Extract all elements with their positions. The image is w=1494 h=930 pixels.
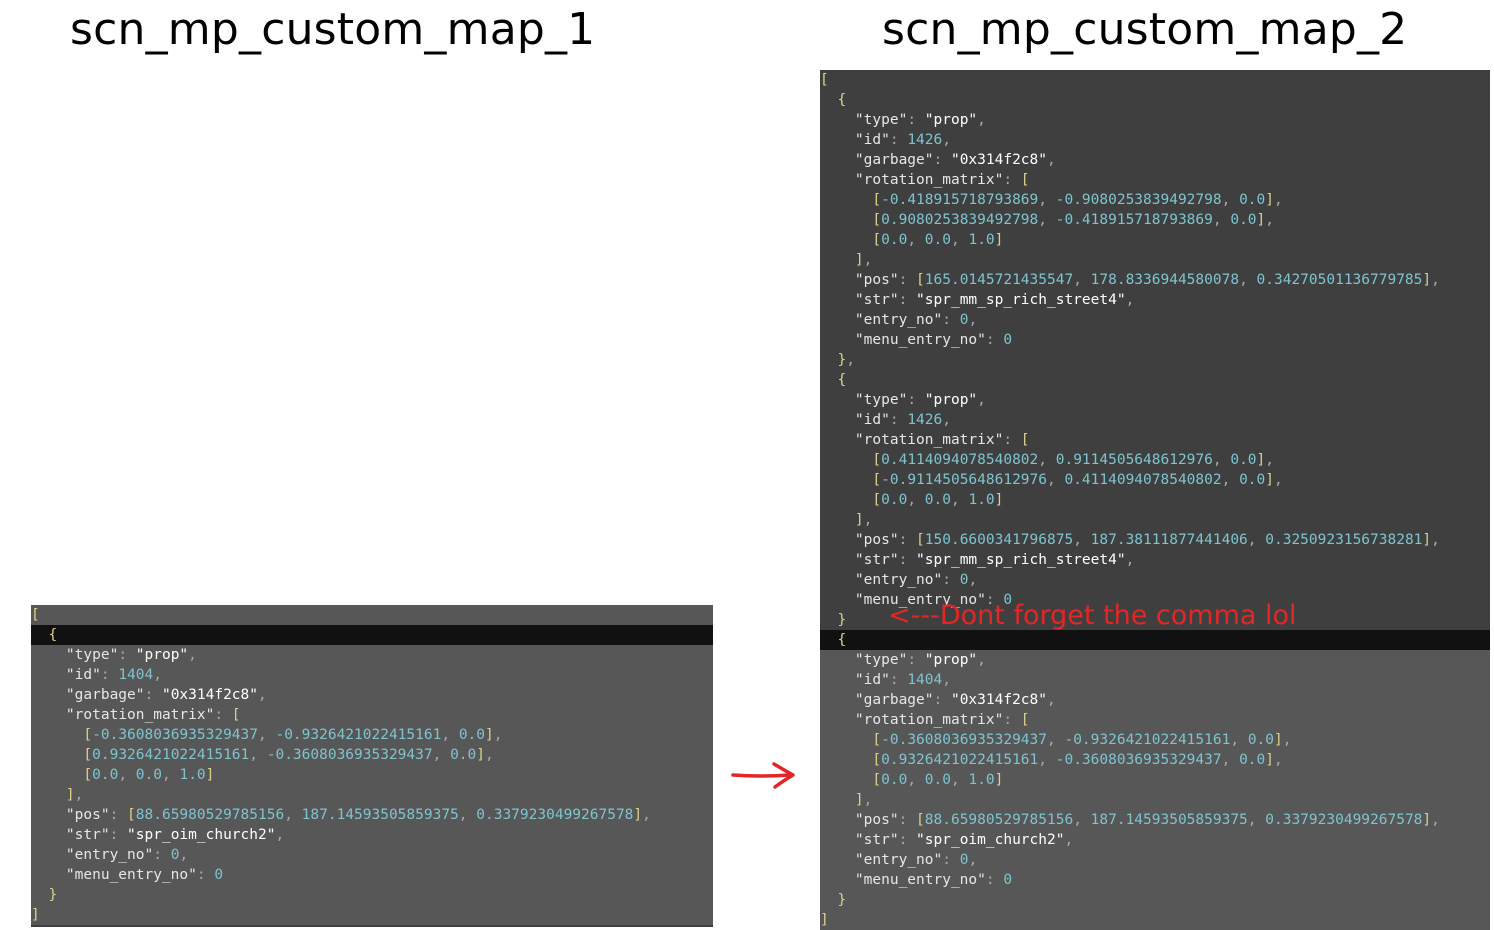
code-line[interactable]: }, xyxy=(837,352,855,368)
right-title: scn_mp_custom_map_2 xyxy=(882,4,1408,55)
code-line[interactable]: "type": "prop", xyxy=(31,645,713,665)
comma-reminder-annotation: <---Dont forget the comma lol xyxy=(888,600,1297,631)
code-line[interactable]: "entry_no": 0, xyxy=(31,845,713,865)
code-line[interactable]: "str": "spr_oim_church2", xyxy=(31,825,713,845)
code-line[interactable]: ], xyxy=(854,252,873,268)
code-line[interactable]: [0.9080253839492798, -0.418915718793869,… xyxy=(872,212,1275,228)
code-line[interactable]: "id": 1426, xyxy=(854,132,951,148)
code-line[interactable]: "menu_entry_no": 0 xyxy=(854,592,1013,608)
code-line[interactable]: "garbage": "0x314f2c8", xyxy=(820,690,1490,710)
code-line[interactable]: "id": 1404, xyxy=(820,670,1490,690)
code-line[interactable]: [0.9326421022415161, -0.3608036935329437… xyxy=(820,750,1490,770)
code-line[interactable]: "type": "prop", xyxy=(854,392,986,408)
code-line[interactable]: "pos": [88.65980529785156, 187.145935058… xyxy=(820,810,1490,830)
code-line[interactable]: } xyxy=(31,885,713,905)
code-line[interactable]: [0.0, 0.0, 1.0] xyxy=(820,770,1490,790)
code-line[interactable]: "garbage": "0x314f2c8", xyxy=(31,685,713,705)
code-line[interactable]: "entry_no": 0, xyxy=(854,572,978,588)
code-line[interactable]: "str": "spr_mm_sp_rich_street4", xyxy=(854,292,1135,308)
code-line[interactable]: "menu_entry_no": 0 xyxy=(820,870,1490,890)
code-line[interactable]: [0.4114094078540802, 0.9114505648612976,… xyxy=(872,452,1275,468)
code-line[interactable]: "str": "spr_oim_church2", xyxy=(820,830,1490,850)
code-line[interactable]: "garbage": "0x314f2c8", xyxy=(854,152,1056,168)
code-line[interactable]: "menu_entry_no": 0 xyxy=(31,865,713,885)
code-line[interactable]: [0.0, 0.0, 1.0] xyxy=(31,765,713,785)
code-line[interactable]: "rotation_matrix": [ xyxy=(820,710,1490,730)
code-line[interactable]: ], xyxy=(854,512,873,528)
code-line[interactable]: [ xyxy=(31,605,713,625)
code-line[interactable]: } xyxy=(820,890,1490,910)
code-line[interactable]: "rotation_matrix": [ xyxy=(854,172,1030,188)
code-line[interactable]: ] xyxy=(31,905,713,925)
code-line[interactable]: [-0.3608036935329437, -0.932642102241516… xyxy=(820,730,1490,750)
right-code-editor[interactable]: [ { "type": "prop", "id": 1426, "garbage… xyxy=(820,70,1490,930)
code-line[interactable]: [0.9326421022415161, -0.3608036935329437… xyxy=(31,745,713,765)
code-line[interactable]: [-0.3608036935329437, -0.932642102241516… xyxy=(31,725,713,745)
code-line[interactable]: } xyxy=(837,612,847,628)
code-line[interactable]: { xyxy=(820,630,1490,650)
code-line[interactable]: "pos": [88.65980529785156, 187.145935058… xyxy=(31,805,713,825)
code-line[interactable]: "rotation_matrix": [ xyxy=(854,432,1030,448)
code-line[interactable]: ], xyxy=(31,785,713,805)
code-line[interactable]: "rotation_matrix": [ xyxy=(31,705,713,725)
code-line[interactable]: { xyxy=(837,92,847,108)
code-line[interactable]: [-0.418915718793869, -0.9080253839492798… xyxy=(872,192,1283,208)
code-line[interactable]: "type": "prop", xyxy=(820,650,1490,670)
code-line[interactable]: "entry_no": 0, xyxy=(820,850,1490,870)
right-arrow-icon xyxy=(731,762,795,789)
code-line[interactable]: { xyxy=(31,625,713,645)
code-line[interactable]: { xyxy=(837,372,847,388)
code-line[interactable]: "entry_no": 0, xyxy=(854,312,978,328)
code-line[interactable]: ], xyxy=(820,790,1490,810)
code-line[interactable]: "id": 1426, xyxy=(854,412,951,428)
code-line[interactable]: "menu_entry_no": 0 xyxy=(854,332,1013,348)
code-line[interactable]: [0.0, 0.0, 1.0] xyxy=(872,232,1004,248)
code-line[interactable]: "type": "prop", xyxy=(854,112,986,128)
code-line[interactable]: "pos": [165.0145721435547, 178.833694458… xyxy=(854,272,1440,288)
code-line[interactable]: "pos": [150.6600341796875, 187.381118774… xyxy=(854,532,1440,548)
code-line[interactable]: [ xyxy=(820,72,829,88)
code-line[interactable]: [0.0, 0.0, 1.0] xyxy=(872,492,1004,508)
left-code-editor[interactable]: [ { "type": "prop", "id": 1404, "garbage… xyxy=(31,605,713,927)
code-line[interactable]: "id": 1404, xyxy=(31,665,713,685)
left-title: scn_mp_custom_map_1 xyxy=(70,4,596,55)
code-line[interactable]: "str": "spr_mm_sp_rich_street4", xyxy=(854,552,1135,568)
code-line[interactable]: ] xyxy=(820,910,1490,930)
code-line[interactable]: [-0.9114505648612976, 0.4114094078540802… xyxy=(872,472,1283,488)
